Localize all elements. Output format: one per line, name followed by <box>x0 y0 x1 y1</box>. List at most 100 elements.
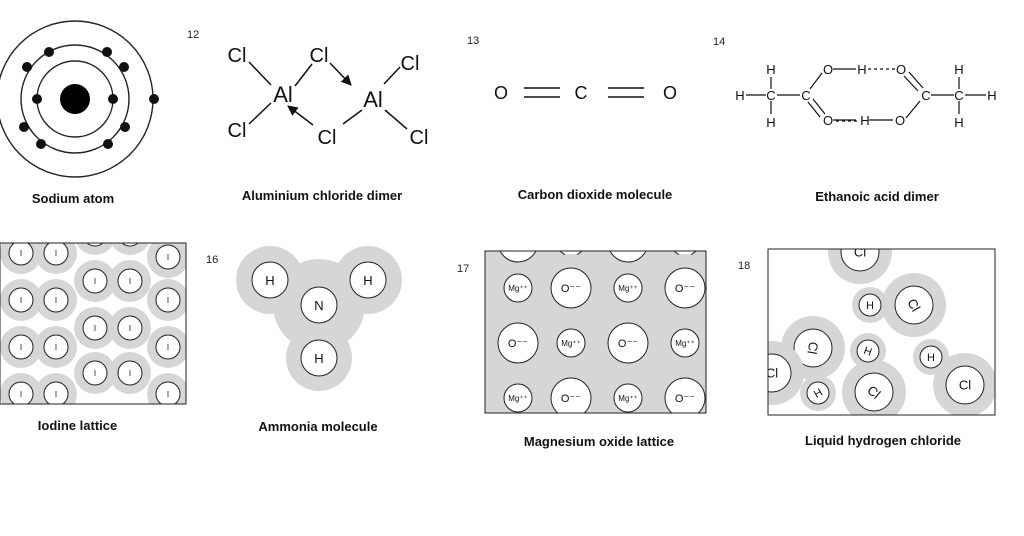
lattice-frame <box>484 250 707 414</box>
chlorine-atom-label: Cl <box>854 245 866 260</box>
iodine-atom-label: I <box>202 253 204 262</box>
caption-iodine-lattice: Iodine lattice <box>37 418 118 433</box>
h-label: H <box>857 62 866 77</box>
iodine-atom: I <box>191 335 215 359</box>
magnesium-ion-label: Mg⁺⁺ <box>561 238 581 247</box>
chlorine-atom: Cl <box>766 341 804 405</box>
oxide-ion: O⁻⁻ <box>595 251 661 276</box>
hydrogen-atom <box>251 261 289 299</box>
o-label: O <box>823 62 833 77</box>
iodine-atom-label: I <box>94 369 96 378</box>
nucleus <box>60 84 90 114</box>
iodine-atom: I <box>82 360 108 386</box>
cl-label: Cl <box>410 127 429 149</box>
ammonia-molecule: H H N H <box>236 246 402 391</box>
iodine-atom: I <box>191 245 215 269</box>
h-label: H <box>314 351 323 366</box>
magnesium-ion-label: Mg⁺⁺ <box>561 339 581 348</box>
panel-number-18: 18 <box>738 260 751 272</box>
iodine-atom-label: I <box>55 296 57 305</box>
chlorine-atom: Cl <box>842 360 906 415</box>
nitrogen-atom <box>300 286 338 324</box>
panel-number-14: 14 <box>713 36 726 48</box>
c-label: C <box>766 88 775 103</box>
al-label: Al <box>363 87 383 112</box>
ethanoic-acid-dimer: H H C H C O H O O H O C H C H H <box>735 62 996 130</box>
lattice-frame <box>0 242 187 405</box>
o-label: O <box>663 83 677 103</box>
h-label: H <box>954 115 963 130</box>
oxide-ion: O⁻⁻ <box>537 364 605 413</box>
iodine-atom: I <box>155 381 181 404</box>
caption-ethanoic-acid: Ethanoic acid dimer <box>815 189 939 204</box>
chlorine-atom-label: Cl <box>804 341 821 356</box>
hydrogen-atom <box>300 339 338 377</box>
hydrogen-atom <box>349 261 387 299</box>
c-label: C <box>954 88 963 103</box>
iodine-atom-label: I <box>129 230 131 239</box>
hydrogen-atom-label: H <box>862 345 874 359</box>
magnesium-ion: Mg⁺⁺ <box>608 378 648 413</box>
c-label: C <box>801 88 810 103</box>
chlorine-atom: Cl <box>933 353 995 415</box>
chlorine-atom: Cl <box>882 273 946 337</box>
iodine-atom-label: I <box>94 230 96 239</box>
magnesium-ion: Mg⁺⁺ <box>551 323 591 363</box>
magnesium-ion: Mg⁺⁺ <box>498 268 538 308</box>
h-label: H <box>954 62 963 77</box>
panel-number-16: 16 <box>206 254 219 266</box>
h-label: H <box>987 88 996 103</box>
iodine-atom: I <box>117 315 143 341</box>
cl-label: Cl <box>318 127 337 149</box>
c-label: C <box>921 88 930 103</box>
iodine-atom-label: I <box>129 324 131 333</box>
magnesium-ion-label: Mg⁺⁺ <box>675 238 695 247</box>
o-label: O <box>896 62 906 77</box>
iodine-atom: I <box>43 243 69 266</box>
iodine-atom: I <box>82 315 108 341</box>
iodine-atom-label: I <box>129 277 131 286</box>
al-label: Al <box>273 82 293 107</box>
iodine-atom-label: I <box>55 390 57 399</box>
iodine-atom: I <box>191 382 215 406</box>
chlorine-atom-label: Cl <box>766 366 778 381</box>
oxide-ion-label: O⁻⁻ <box>508 338 528 350</box>
h-label: H <box>363 273 372 288</box>
iodine-atom-label: I <box>55 343 57 352</box>
h-label: H <box>766 115 775 130</box>
iodine-atom-label: I <box>20 343 22 352</box>
h-label: H <box>265 273 274 288</box>
h-label: H <box>860 113 869 128</box>
iodine-atom: I <box>8 381 34 404</box>
iodine-atom: I <box>86 230 104 247</box>
magnesium-ion-label: Mg⁺⁺ <box>618 284 638 293</box>
oxide-ion-label: O⁻⁻ <box>675 283 695 295</box>
electrons <box>19 47 159 149</box>
magnesium-oxide-lattice: O⁻⁻Mg⁺⁺O⁻⁻Mg⁺⁺Mg⁺⁺O⁻⁻Mg⁺⁺O⁻⁻O⁻⁻Mg⁺⁺O⁻⁻Mg… <box>484 237 707 414</box>
iodine-atom: I <box>117 268 143 294</box>
oxide-ion-label: O⁻⁻ <box>561 283 581 295</box>
oxide-ion-label: O⁻⁻ <box>618 338 638 350</box>
iodine-atom: I <box>155 287 181 313</box>
hydrogen-atom: H <box>850 333 886 369</box>
magnesium-ion-label: Mg⁺⁺ <box>508 284 528 293</box>
iodine-atom: I <box>8 287 34 313</box>
panel-number-17: 17 <box>457 263 470 275</box>
iodine-atom: I <box>155 334 181 360</box>
caption-hydrogen-chloride: Liquid hydrogen chloride <box>805 433 961 448</box>
iodine-atom: I <box>43 381 69 404</box>
chlorine-atom-label: Cl <box>959 378 971 393</box>
iodine-atom-label: I <box>20 249 22 258</box>
n-label: N <box>314 298 323 313</box>
iodine-atom-label: I <box>167 253 169 262</box>
carbon-dioxide-molecule: O C O <box>494 83 677 103</box>
iodine-atom: I <box>43 287 69 313</box>
hydrogen-atom-label: H <box>927 352 935 364</box>
iodine-atom-label: I <box>202 296 204 305</box>
oxide-ion-label: O⁻⁻ <box>508 237 528 249</box>
iodine-atom: I <box>191 288 215 312</box>
caption-aluminium-chloride: Aluminium chloride dimer <box>241 188 403 203</box>
